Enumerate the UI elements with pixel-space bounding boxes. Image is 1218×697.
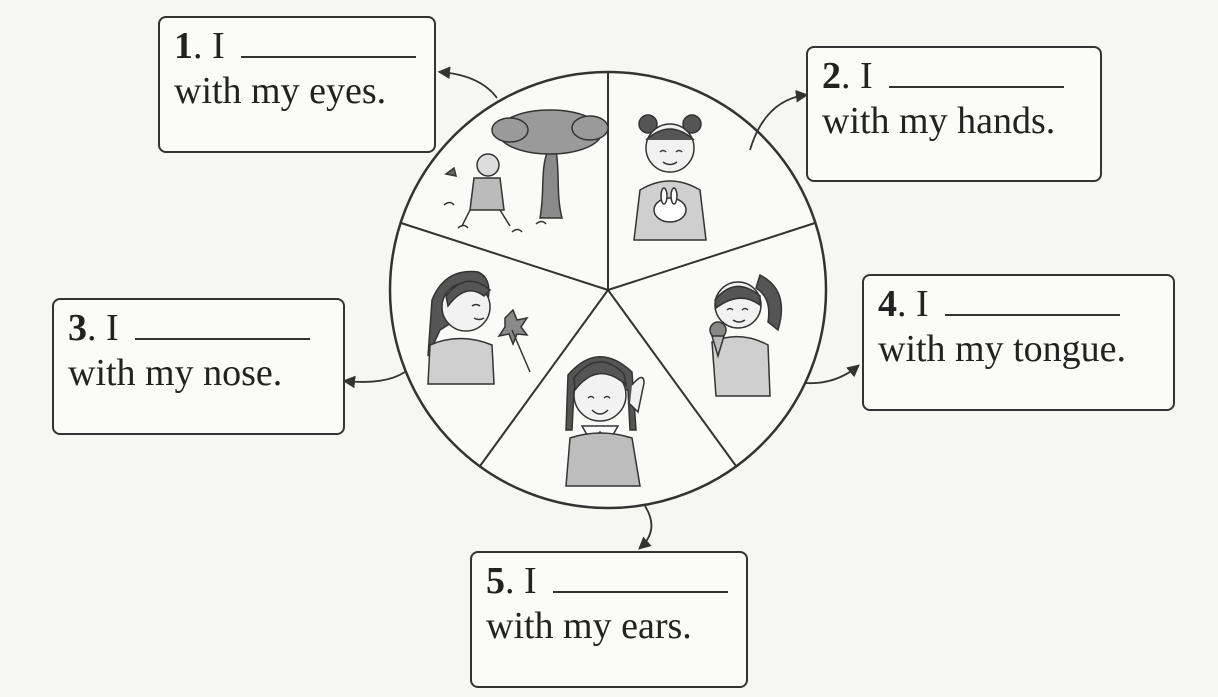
answer-blank[interactable] [240,26,416,58]
answer-blank[interactable] [552,561,728,593]
question-suffix: with my nose. [68,351,283,394]
answer-blank[interactable] [888,56,1064,88]
question-prefix: . I [841,55,873,97]
answer-blank[interactable] [944,284,1120,316]
question-number: 2 [822,55,841,97]
question-number: 5 [486,560,505,602]
question-box-3: 3. I with my nose. [52,298,345,435]
girl-eating-ice-cream-icon [709,273,783,397]
question-box-2: 2. I with my hands. [806,46,1102,182]
connector-arrows [342,66,860,550]
question-number: 3 [68,307,87,349]
wheel-dividers [400,72,816,467]
question-number: 4 [878,283,897,325]
question-suffix: with my ears. [486,604,692,647]
question-number: 1 [174,25,193,67]
answer-blank[interactable] [134,308,310,340]
question-suffix: with my tongue. [878,327,1127,370]
question-prefix: . I [897,283,929,325]
question-suffix: with my hands. [822,99,1056,142]
question-suffix: with my eyes. [174,69,387,112]
question-prefix: . I [505,560,537,602]
question-box-1: 1. I with my eyes. [158,16,436,153]
girl-holding-rabbit-icon [633,114,707,241]
girl-smelling-flower-icon [427,270,531,385]
girl-listening-icon [565,356,645,487]
boy-under-tree-icon [443,109,609,233]
question-box-5: 5. I with my ears. [470,551,748,688]
question-box-4: 4. I with my tongue. [862,274,1175,411]
question-prefix: . I [193,25,225,67]
question-prefix: . I [87,307,119,349]
